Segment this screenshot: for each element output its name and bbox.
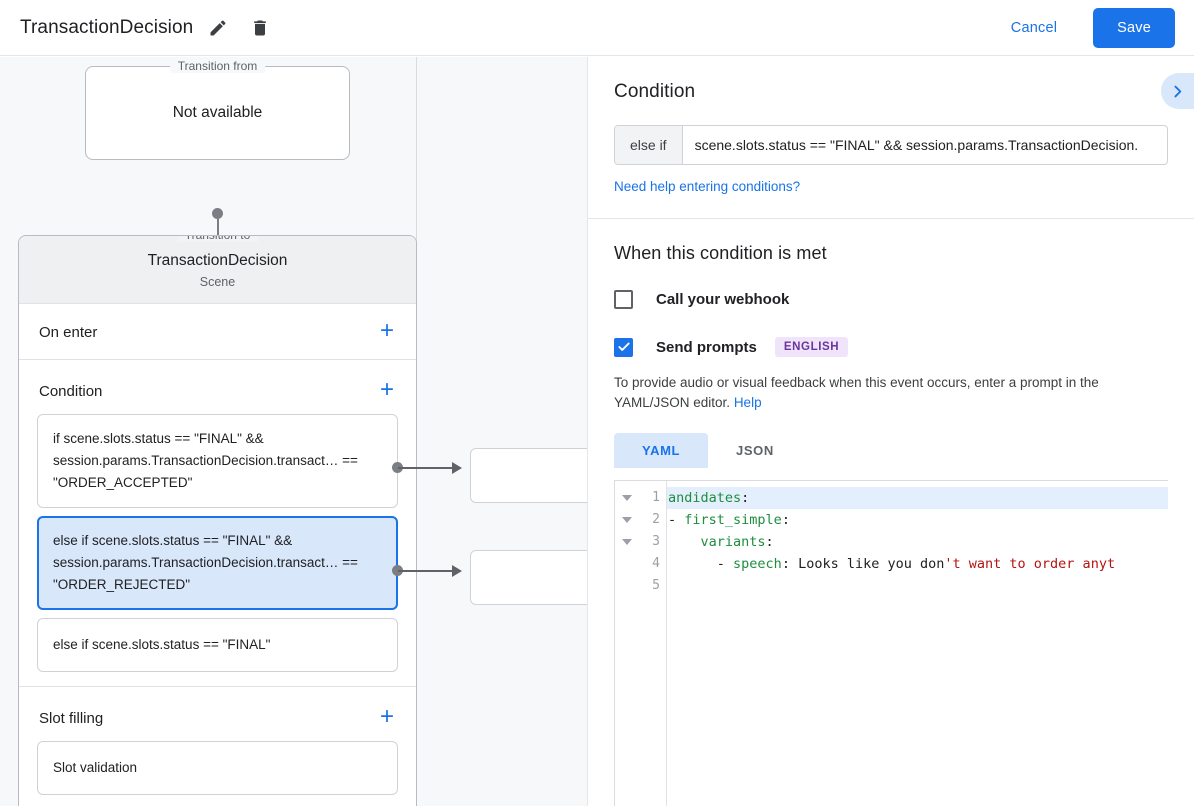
- when-condition-met-heading: When this condition is met: [614, 243, 827, 263]
- panel-header-section: Condition else if Need help entering con…: [588, 57, 1194, 219]
- transition-from-legend: Transition from: [169, 59, 266, 73]
- add-condition-button[interactable]: +: [379, 375, 394, 403]
- condition-connector-arrow: [452, 462, 462, 474]
- pencil-icon-glyph: [210, 19, 226, 35]
- section-title-condition: Condition: [39, 382, 103, 400]
- scene-graph-canvas[interactable]: Transition from Not available Transition…: [0, 57, 587, 806]
- editor-line-number: 2: [615, 509, 666, 531]
- condition-connector-dot: [392, 565, 403, 576]
- panel-body: When this condition is met Call your web…: [588, 219, 1194, 806]
- trash-icon[interactable]: [243, 11, 277, 45]
- editor-format-tabs: YAML JSON: [614, 433, 1168, 468]
- condition-connector-line: [398, 467, 454, 469]
- transition-from-value: Not available: [172, 104, 263, 121]
- section-header-condition: Condition +: [19, 360, 416, 406]
- tab-yaml[interactable]: YAML: [614, 433, 709, 468]
- send-prompts-row[interactable]: Send prompts ENGLISH: [614, 337, 1168, 357]
- section-slot-filling: Slot filling + Slot validation: [19, 687, 416, 806]
- scene-name: TransactionDecision: [147, 252, 288, 269]
- condition-connector-dot: [392, 462, 403, 473]
- chevron-right-icon-glyph: [1174, 85, 1182, 97]
- editor-line-number: 5: [652, 578, 660, 593]
- fold-triangle-icon[interactable]: [622, 539, 632, 545]
- editor-line-number: 4: [652, 556, 660, 571]
- fold-triangle-icon[interactable]: [622, 517, 632, 523]
- add-slot-filling-button[interactable]: +: [379, 702, 394, 730]
- condition-row[interactable]: if scene.slots.status == "FINAL" && sess…: [37, 414, 398, 508]
- send-prompts-label: Send prompts: [656, 338, 757, 356]
- need-help-conditions-link[interactable]: Need help entering conditions?: [614, 179, 801, 194]
- transition-to-legend: Transition to: [176, 236, 259, 242]
- save-button[interactable]: Save: [1093, 7, 1175, 48]
- scene-card: Transition to TransactionDecision Scene …: [18, 235, 417, 806]
- pencil-icon[interactable]: [201, 11, 235, 45]
- panel-heading: Condition: [614, 81, 696, 102]
- call-webhook-label: Call your webhook: [656, 291, 790, 308]
- section-condition: Condition + if scene.slots.status == "FI…: [19, 360, 416, 687]
- send-prompts-checkbox[interactable]: [614, 337, 633, 357]
- checkmark-icon: [617, 342, 630, 351]
- editor-code-line: andidates:: [667, 487, 1168, 509]
- scene-type: Scene: [199, 275, 236, 289]
- section-title-on-enter: On enter: [39, 323, 98, 341]
- page-title: TransactionDecision: [20, 16, 194, 38]
- section-header-on-enter: On enter +: [19, 304, 416, 360]
- topbar-actions: Cancel Save: [999, 7, 1194, 48]
- chevron-right-icon[interactable]: [1161, 73, 1194, 109]
- editor-code-line: - first_simple:: [668, 512, 790, 528]
- condition-row[interactable]: else if scene.slots.status == "FINAL": [37, 618, 398, 672]
- call-webhook-row[interactable]: Call your webhook: [614, 290, 1168, 309]
- section-header-slot-filling: Slot filling +: [19, 687, 416, 733]
- editor-code-line: [667, 575, 1168, 597]
- top-app-bar: TransactionDecision Cancel Save: [0, 0, 1194, 56]
- condition-input-group: else if: [614, 125, 1168, 165]
- condition-connector-line: [398, 570, 454, 572]
- transition-from-node[interactable]: Transition from Not available: [85, 59, 350, 160]
- section-title-slot-filling: Slot filling: [39, 709, 104, 727]
- condition-expression-input[interactable]: [682, 126, 1167, 164]
- section-on-enter: On enter +: [19, 304, 416, 360]
- editor-line-number: 1: [615, 487, 666, 509]
- condition-target-box[interactable]: [470, 550, 587, 605]
- condition-prefix-label: else if: [615, 126, 683, 164]
- tab-json[interactable]: JSON: [736, 443, 774, 458]
- slot-validation-row[interactable]: Slot validation: [37, 741, 398, 795]
- send-prompts-description: To provide audio or visual feedback when…: [614, 373, 1168, 413]
- editor-line-number: 3: [615, 531, 666, 553]
- fold-triangle-icon[interactable]: [622, 495, 632, 501]
- editor-code-line: - speech: Looks like you don't want to o…: [668, 556, 1116, 572]
- language-badge: ENGLISH: [774, 337, 849, 357]
- help-link[interactable]: Help: [733, 395, 762, 410]
- condition-detail-panel: Condition else if Need help entering con…: [587, 57, 1194, 806]
- call-webhook-checkbox[interactable]: [614, 290, 633, 309]
- cancel-button[interactable]: Cancel: [1010, 19, 1058, 36]
- send-prompts-description-text: To provide audio or visual feedback when…: [614, 375, 1099, 410]
- editor-code-line: variants:: [700, 534, 774, 550]
- condition-row-selected[interactable]: else if scene.slots.status == "FINAL" &&…: [37, 516, 398, 610]
- trash-icon-glyph: [254, 20, 267, 35]
- editor-code-area[interactable]: andidates: - first_simple: variants: - sp…: [667, 481, 1168, 806]
- scene-card-header[interactable]: Transition to TransactionDecision Scene: [19, 236, 416, 304]
- condition-connector-arrow: [452, 565, 462, 577]
- add-on-enter-button[interactable]: +: [379, 316, 394, 344]
- condition-target-box[interactable]: [470, 448, 587, 503]
